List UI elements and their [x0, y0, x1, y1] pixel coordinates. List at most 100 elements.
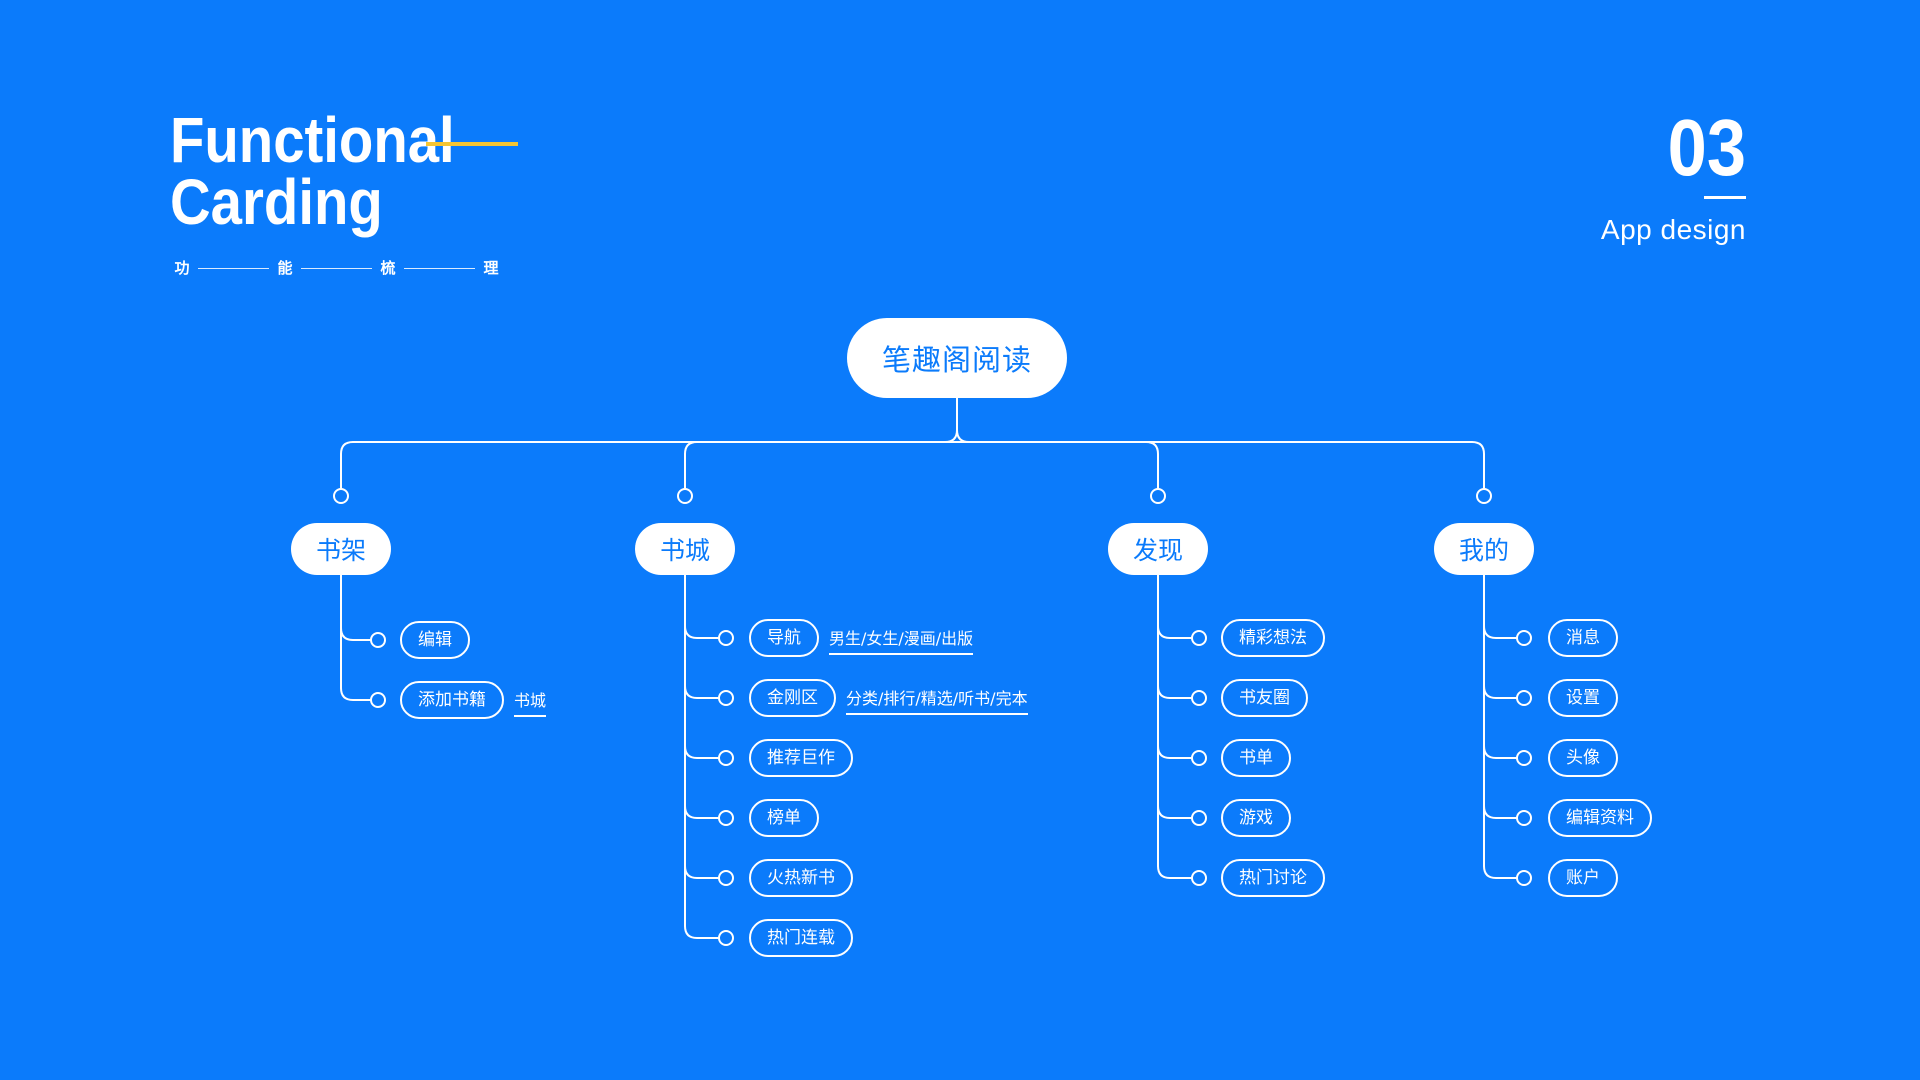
- child-connector-line: [684, 625, 720, 639]
- branch-drop-line: [1145, 441, 1159, 490]
- child-node-book-friends-circle: 书友圈: [1221, 679, 1308, 717]
- page-number-underline: [1704, 196, 1746, 199]
- child-dot: [718, 930, 734, 946]
- child-dot: [718, 750, 734, 766]
- subtitle-char: 梳: [380, 259, 396, 277]
- root-connector-left: [944, 397, 958, 443]
- branch-dot: [1150, 488, 1166, 504]
- branch-node-mine: 我的: [1434, 523, 1534, 575]
- child-node-account: 账户: [1548, 859, 1618, 897]
- child-connector-line: [1157, 805, 1193, 819]
- child-dot: [1191, 690, 1207, 706]
- child-node-great-ideas: 精彩想法: [1221, 619, 1325, 657]
- child-note-diamond-area: 分类/排行/精选/听书/完本: [846, 689, 1028, 715]
- child-node-edit-profile: 编辑资料: [1548, 799, 1652, 837]
- child-note-navigation: 男生/女生/漫画/出版: [829, 629, 974, 655]
- child-dot: [370, 692, 386, 708]
- subtitle-char: 理: [483, 259, 499, 277]
- child-connector-line: [684, 745, 720, 759]
- child-connector-line: [684, 925, 720, 939]
- child-dot: [370, 632, 386, 648]
- child-row: 精彩想法: [1221, 619, 1325, 657]
- child-connector-line: [340, 627, 372, 641]
- child-connector-line: [684, 805, 720, 819]
- child-connector-line: [1157, 865, 1193, 879]
- child-node-hot-discussions: 热门讨论: [1221, 859, 1325, 897]
- child-node-games: 游戏: [1221, 799, 1291, 837]
- child-node-add-books: 添加书籍: [400, 681, 504, 719]
- child-dot: [1191, 630, 1207, 646]
- child-dot: [1191, 810, 1207, 826]
- child-node-hot-new-books: 火热新书: [749, 859, 853, 897]
- child-node-booklists: 书单: [1221, 739, 1291, 777]
- branch-node-bookshelf: 书架: [291, 523, 391, 575]
- branch-dot: [333, 488, 349, 504]
- child-dot: [1516, 690, 1532, 706]
- child-dot: [1191, 750, 1207, 766]
- child-dot: [1516, 750, 1532, 766]
- page-number: 03: [1667, 103, 1746, 192]
- child-node-rankings: 榜单: [749, 799, 819, 837]
- child-row: 火热新书: [749, 859, 853, 897]
- child-row: 推荐巨作: [749, 739, 853, 777]
- title-line-2: Carding: [170, 166, 383, 238]
- branch-drop-line: [684, 441, 698, 490]
- child-dot: [1516, 810, 1532, 826]
- child-row: 书单: [1221, 739, 1291, 777]
- child-row: 账户: [1548, 859, 1618, 897]
- child-dot: [1516, 630, 1532, 646]
- root-connector-right: [956, 429, 970, 443]
- child-node-settings: 设置: [1548, 679, 1618, 717]
- child-connector-line: [1157, 685, 1193, 699]
- child-node-hot-serials: 热门连载: [749, 919, 853, 957]
- child-row: 游戏: [1221, 799, 1291, 837]
- child-dot: [1516, 870, 1532, 886]
- child-note-add-books: 书城: [514, 691, 547, 717]
- child-row: 编辑: [400, 621, 470, 659]
- child-connector-line: [1483, 625, 1518, 639]
- child-node-diamond-area: 金刚区: [749, 679, 836, 717]
- child-dot: [718, 690, 734, 706]
- branch-drop-line: [1471, 441, 1485, 490]
- child-row: 热门连载: [749, 919, 853, 957]
- child-row: 设置: [1548, 679, 1618, 717]
- child-node-avatar: 头像: [1548, 739, 1618, 777]
- subtitle-char: 能: [277, 259, 293, 277]
- child-row: 消息: [1548, 619, 1618, 657]
- child-connector-line: [684, 685, 720, 699]
- subtitle-divider: [404, 267, 475, 269]
- child-connector-line: [1483, 865, 1518, 879]
- title-line-1: Functional: [170, 104, 455, 176]
- child-node-recommended-works: 推荐巨作: [749, 739, 853, 777]
- child-connector-line: [340, 687, 372, 701]
- mindmap-root-node: 笔趣阁阅读: [847, 318, 1067, 398]
- branch-node-discover: 发现: [1108, 523, 1208, 575]
- subtitle: 功 能 梳 理: [174, 258, 499, 278]
- child-row: 榜单: [749, 799, 819, 837]
- child-row: 金刚区 分类/排行/精选/听书/完本: [749, 679, 1028, 717]
- child-node-navigation: 导航: [749, 619, 819, 657]
- child-row: 书友圈: [1221, 679, 1308, 717]
- child-row: 头像: [1548, 739, 1618, 777]
- subtitle-divider: [301, 267, 372, 269]
- child-row: 导航 男生/女生/漫画/出版: [749, 619, 974, 657]
- branch-node-bookstore: 书城: [635, 523, 735, 575]
- section-label: App design: [1600, 214, 1746, 245]
- child-connector-line: [1157, 625, 1193, 639]
- child-connector-line: [1157, 745, 1193, 759]
- child-row: 添加书籍 书城: [400, 681, 547, 719]
- branch-dot: [677, 488, 693, 504]
- child-connector-line: [1483, 745, 1518, 759]
- child-dot: [718, 810, 734, 826]
- child-node-edit: 编辑: [400, 621, 470, 659]
- title-accent-line: [426, 142, 518, 146]
- child-connector-line: [1483, 805, 1518, 819]
- child-node-messages: 消息: [1548, 619, 1618, 657]
- branch-drop-line: [340, 441, 354, 490]
- child-connector-line: [1483, 685, 1518, 699]
- child-dot: [1191, 870, 1207, 886]
- child-dot: [718, 870, 734, 886]
- subtitle-divider: [198, 267, 269, 269]
